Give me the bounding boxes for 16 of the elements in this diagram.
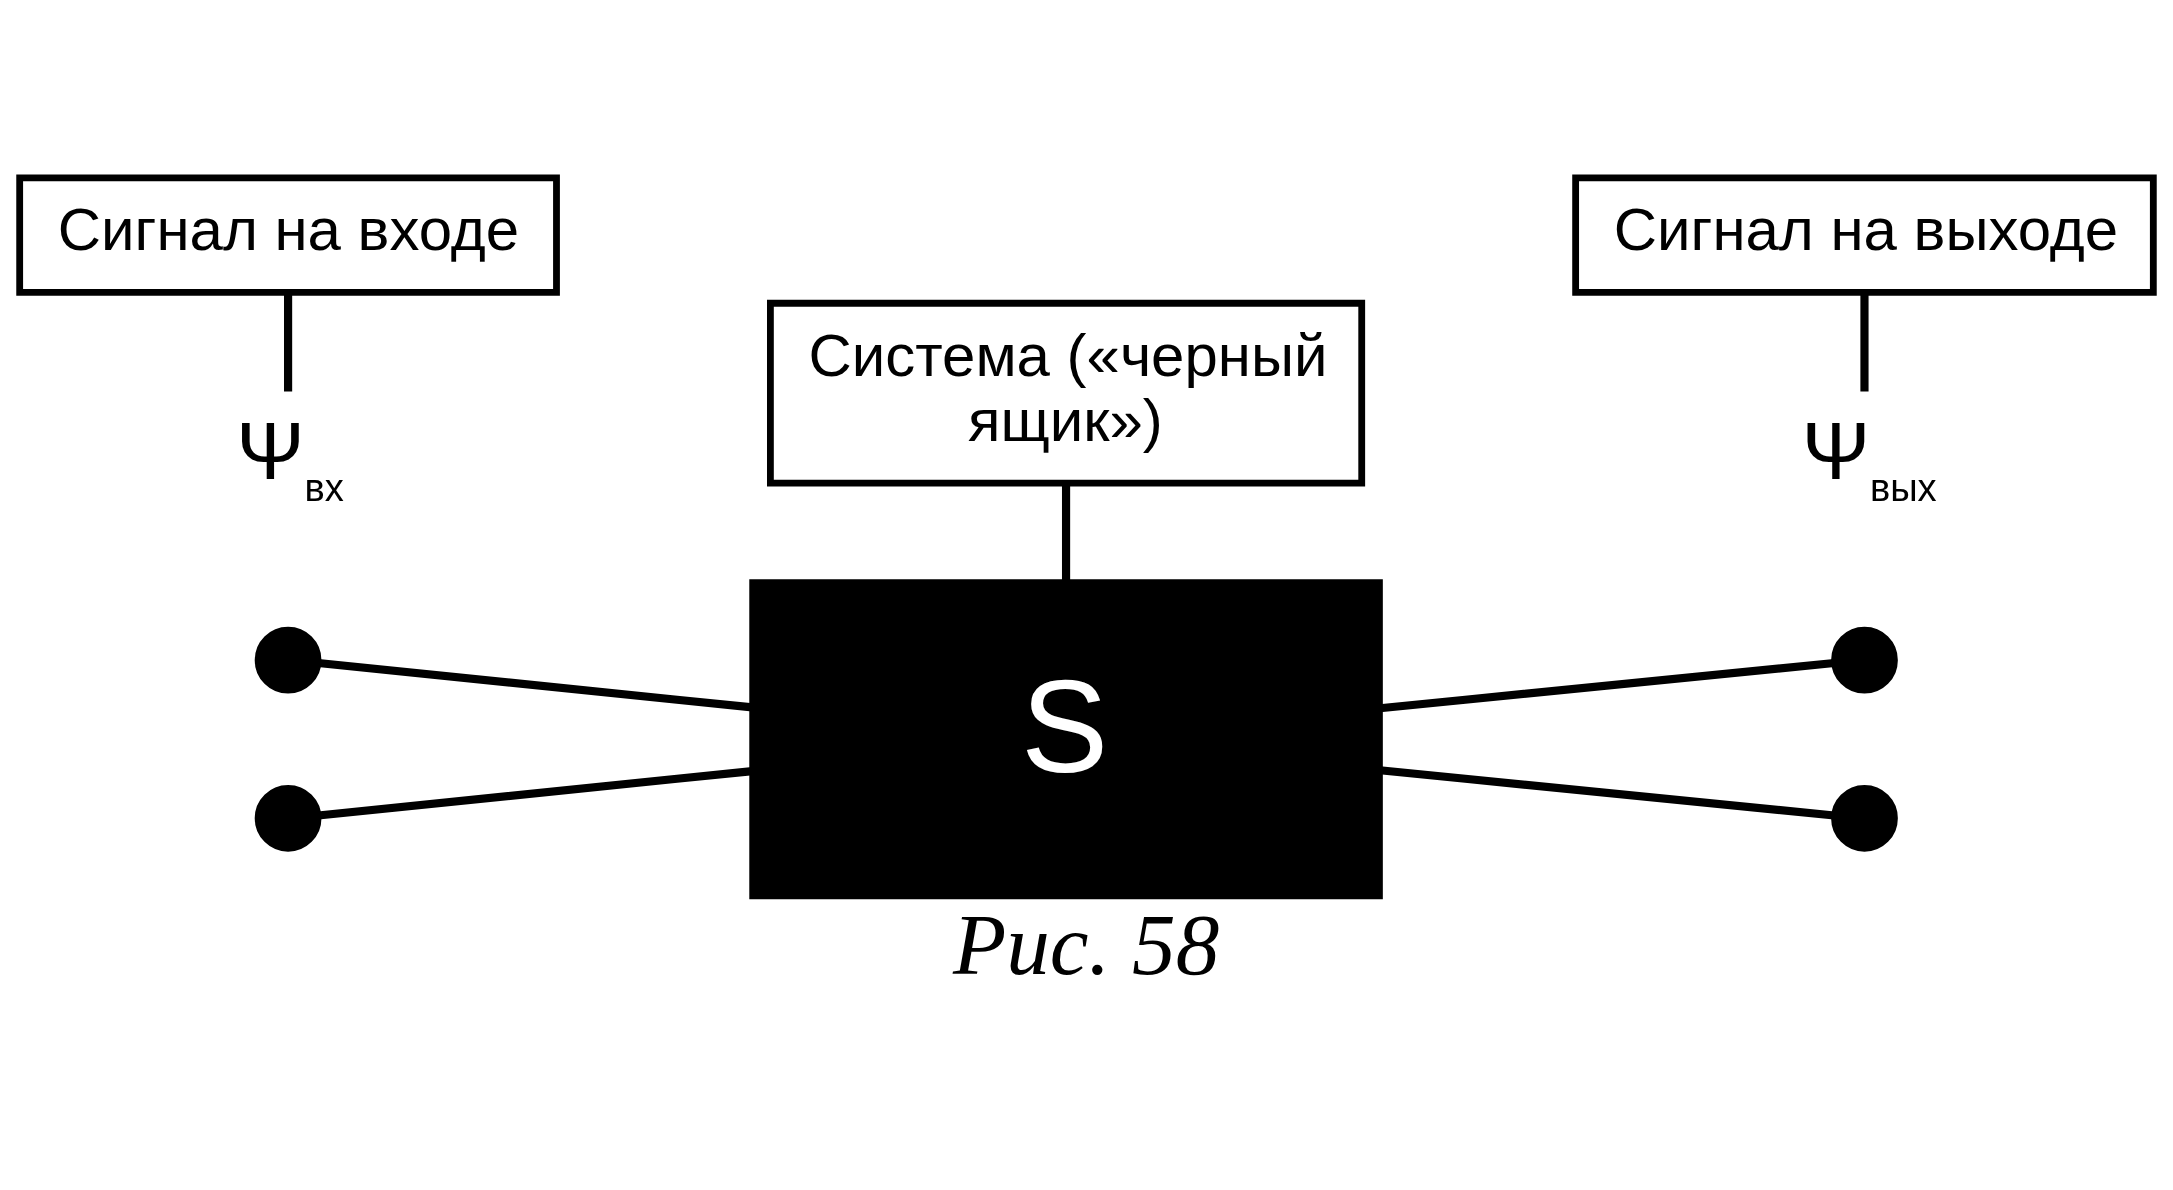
connector xyxy=(1379,765,1835,820)
node-circle xyxy=(254,784,322,852)
node-text: Ψ$_{вых}$ xyxy=(1801,404,1937,509)
node-box: Сигнал на входе xyxy=(16,174,560,296)
connector xyxy=(1379,658,1835,712)
connector xyxy=(284,292,293,391)
node-circle xyxy=(1831,626,1898,694)
connector xyxy=(317,766,753,820)
node-circle xyxy=(254,626,322,694)
connector xyxy=(317,658,753,711)
node-box: S xyxy=(749,578,1383,899)
node-box: Система («черный ящик») xyxy=(767,299,1366,486)
node-text: Ψ$_{вх}$ xyxy=(236,404,344,509)
node-circle xyxy=(1831,784,1898,852)
node-box: Сигнал на выходе xyxy=(1572,174,2157,296)
connector xyxy=(1860,292,1869,391)
